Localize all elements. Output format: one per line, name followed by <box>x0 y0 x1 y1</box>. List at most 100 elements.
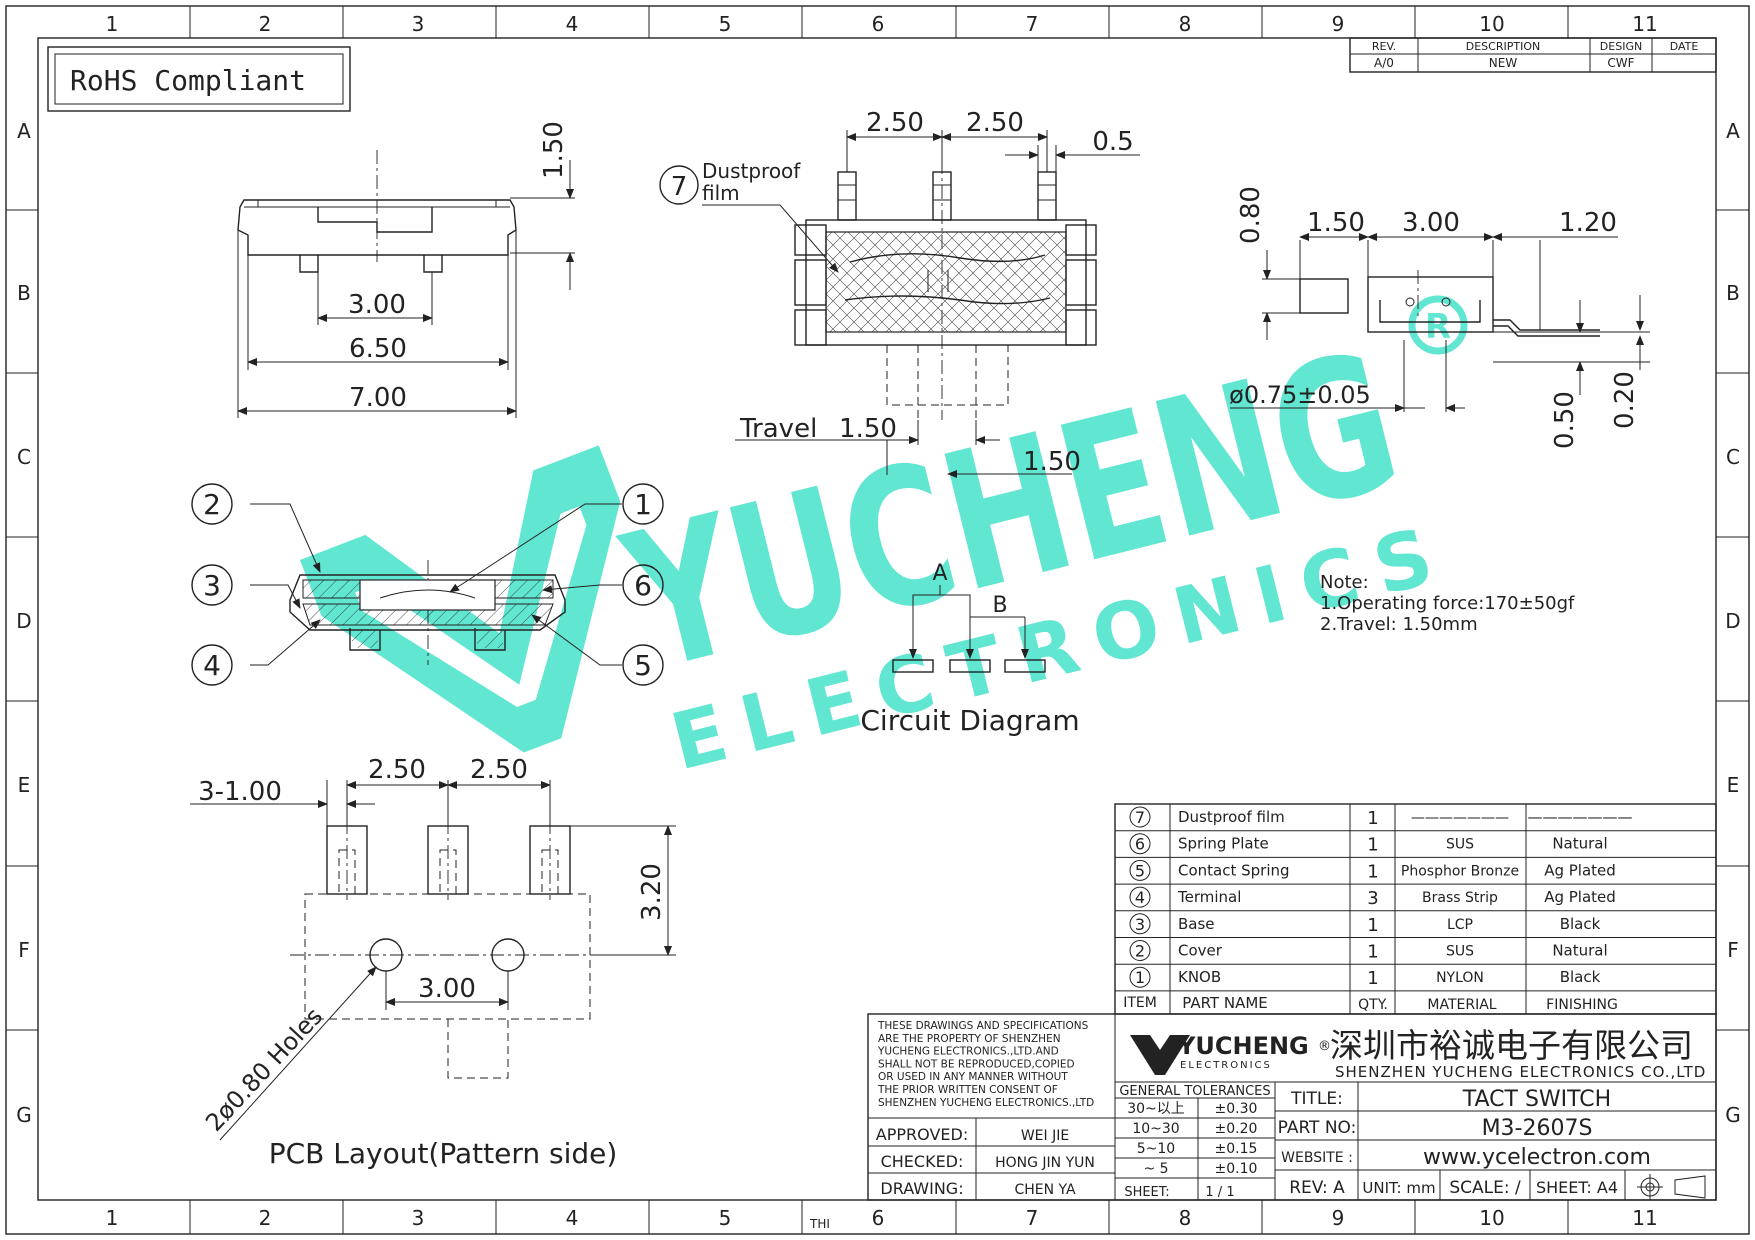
bom-part-name: Terminal <box>1177 888 1241 906</box>
design-header: DESIGN <box>1600 40 1642 53</box>
unit-label: UNIT: mm <box>1362 1179 1435 1197</box>
top-view: 1.50 3.00 6.50 7.00 <box>237 121 575 418</box>
dim-pin-pitch-right: 2.50 <box>966 108 1024 138</box>
column-label-top: 10 <box>1479 12 1504 36</box>
column-label-top: 2 <box>259 12 272 36</box>
dim-travel: 1.50 <box>839 414 897 444</box>
bom-material: Phosphor Bronze <box>1401 863 1519 879</box>
sheet-label: SHEET: <box>1124 1185 1169 1200</box>
callout-1-icon: 1 <box>634 488 652 521</box>
sheet-size-label: SHEET: A4 <box>1536 1178 1618 1197</box>
bom-qty: 1 <box>1367 861 1378 882</box>
circuit-label-a: A <box>932 561 947 586</box>
side-view: 2.50 2.50 0.5 7 Dustproof film Travel 1.… <box>659 108 1140 478</box>
dim-terminal-pitch: 3.00 <box>348 290 406 320</box>
company-en: SHENZHEN YUCHENG ELECTRONICS CO.,LTD <box>1335 1063 1706 1081</box>
note-line-2: 2.Travel: 1.50mm <box>1320 614 1478 635</box>
description-header: DESCRIPTION <box>1466 40 1540 53</box>
bom-header-item: ITEM <box>1123 995 1157 1011</box>
pcb-layout: 3-1.00 2.50 2.50 3.20 3.00 2ø0.80 Holes … <box>190 755 676 1170</box>
drawing-value: CHEN YA <box>1014 1182 1076 1198</box>
tolerance-range: 5~10 <box>1137 1141 1175 1157</box>
partno-value: M3-2607S <box>1482 1116 1593 1141</box>
column-label-top: 1 <box>106 12 119 36</box>
row-label-right: E <box>1727 773 1740 797</box>
svg-text:R: R <box>1425 307 1451 347</box>
bom-qty: 1 <box>1367 968 1378 989</box>
callout-7-icon: 7 <box>671 172 688 202</box>
row-label-right: D <box>1725 609 1740 633</box>
dim-hole-diameter: ø0.75±0.05 <box>1229 381 1371 409</box>
sheet-value: 1 / 1 <box>1205 1185 1234 1200</box>
row-label-right: B <box>1726 281 1740 305</box>
row-label-right: A <box>1726 119 1740 143</box>
tolerance-range: 30~以上 <box>1127 1101 1185 1117</box>
row-label-left: C <box>17 445 31 469</box>
disclaimer-line: ARE THE PROPERTY OF SHENZHEN <box>878 1033 1061 1045</box>
watermark-logo-icon <box>300 445 621 753</box>
callout-4-icon: 4 <box>203 649 221 682</box>
bom-header-finishing: FINISHING <box>1546 997 1618 1013</box>
disclaimer-line: SHALL NOT BE REPRODUCED,COPIED <box>878 1058 1075 1070</box>
bom-qty: 1 <box>1367 915 1378 936</box>
bom-item-number: 5 <box>1135 861 1145 880</box>
description-value: NEW <box>1489 56 1518 70</box>
logo-sub: ELECTRONICS <box>1180 1060 1272 1071</box>
bom-part-name: KNOB <box>1178 968 1221 986</box>
bom-material: SUS <box>1446 837 1474 853</box>
column-label-top: 11 <box>1632 12 1657 36</box>
stray-text: THI <box>809 1217 830 1231</box>
rev-label: REV: A <box>1289 1178 1345 1198</box>
bom-header-material: MATERIAL <box>1427 997 1496 1013</box>
rohs-label: RoHS Compliant <box>70 64 306 97</box>
tolerance-value: ±0.30 <box>1215 1101 1258 1117</box>
column-label-bottom: 6 <box>872 1206 885 1230</box>
callout-6-icon: 6 <box>634 569 652 602</box>
design-value: CWF <box>1607 56 1634 70</box>
column-label-bottom: 9 <box>1332 1206 1345 1230</box>
dim-right-3: 1.20 <box>1559 208 1617 238</box>
title-value: TACT SWITCH <box>1462 1087 1611 1112</box>
svg-text:®: ® <box>1318 1039 1331 1054</box>
approved-label: APPROVED: <box>876 1125 968 1144</box>
title-label: TITLE: <box>1290 1089 1343 1109</box>
date-header: DATE <box>1670 40 1699 53</box>
projection-symbol-icon <box>1637 1174 1706 1200</box>
dim-height: 1.50 <box>539 121 569 179</box>
disclaimer-line: THE PRIOR WRITTEN CONSENT OF <box>877 1084 1058 1096</box>
notes: Note: 1.Operating force:170±50gf 2.Trave… <box>1320 572 1575 635</box>
column-label-bottom: 7 <box>1026 1206 1039 1230</box>
bom-part-name: Base <box>1178 915 1215 933</box>
circuit-diagram: A B Circuit Diagram <box>860 561 1079 737</box>
bom-finishing: Ag Plated <box>1544 861 1616 879</box>
dim-right-2: 3.00 <box>1402 208 1460 238</box>
bom-item-number: 6 <box>1135 835 1145 854</box>
bom-part-name: Dustproof film <box>1178 808 1285 826</box>
tolerance-value: ±0.15 <box>1215 1141 1258 1157</box>
disclaimer-line: YUCHENG ELECTRONICS.,LTD.AND <box>877 1046 1059 1058</box>
bom-item-number: 4 <box>1135 888 1145 907</box>
bom-finishing: Natural <box>1552 835 1607 853</box>
disclaimer-line: THESE DRAWINGS AND SPECIFICATIONS <box>877 1020 1089 1032</box>
column-label-top: 9 <box>1332 12 1345 36</box>
column-label-bottom: 5 <box>719 1206 732 1230</box>
bom-finishing: Ag Plated <box>1544 888 1616 906</box>
drawing-label: DRAWING: <box>880 1179 963 1198</box>
pcb-holes-label: 2ø0.80 Holes <box>200 1002 328 1136</box>
tolerance-value: ±0.20 <box>1215 1121 1258 1137</box>
company-cn: 深圳市裕诚电子有限公司 <box>1330 1026 1693 1065</box>
note-line-1: 1.Operating force:170±50gf <box>1320 593 1575 614</box>
callout-5-icon: 5 <box>634 649 652 682</box>
bom-part-name: Spring Plate <box>1178 835 1269 853</box>
bom-item-number: 1 <box>1135 968 1145 987</box>
rev-header: REV. <box>1372 40 1396 53</box>
pcb-dim-hole-pitch: 3.00 <box>418 974 476 1004</box>
logo-main: YUCHENG <box>1177 1032 1309 1060</box>
bom-finishing: Natural <box>1552 942 1607 960</box>
partno-label: PART NO: <box>1278 1118 1357 1138</box>
company-logo-icon <box>1130 1035 1190 1075</box>
watermark-main-text: YUCHENG <box>606 311 1418 714</box>
